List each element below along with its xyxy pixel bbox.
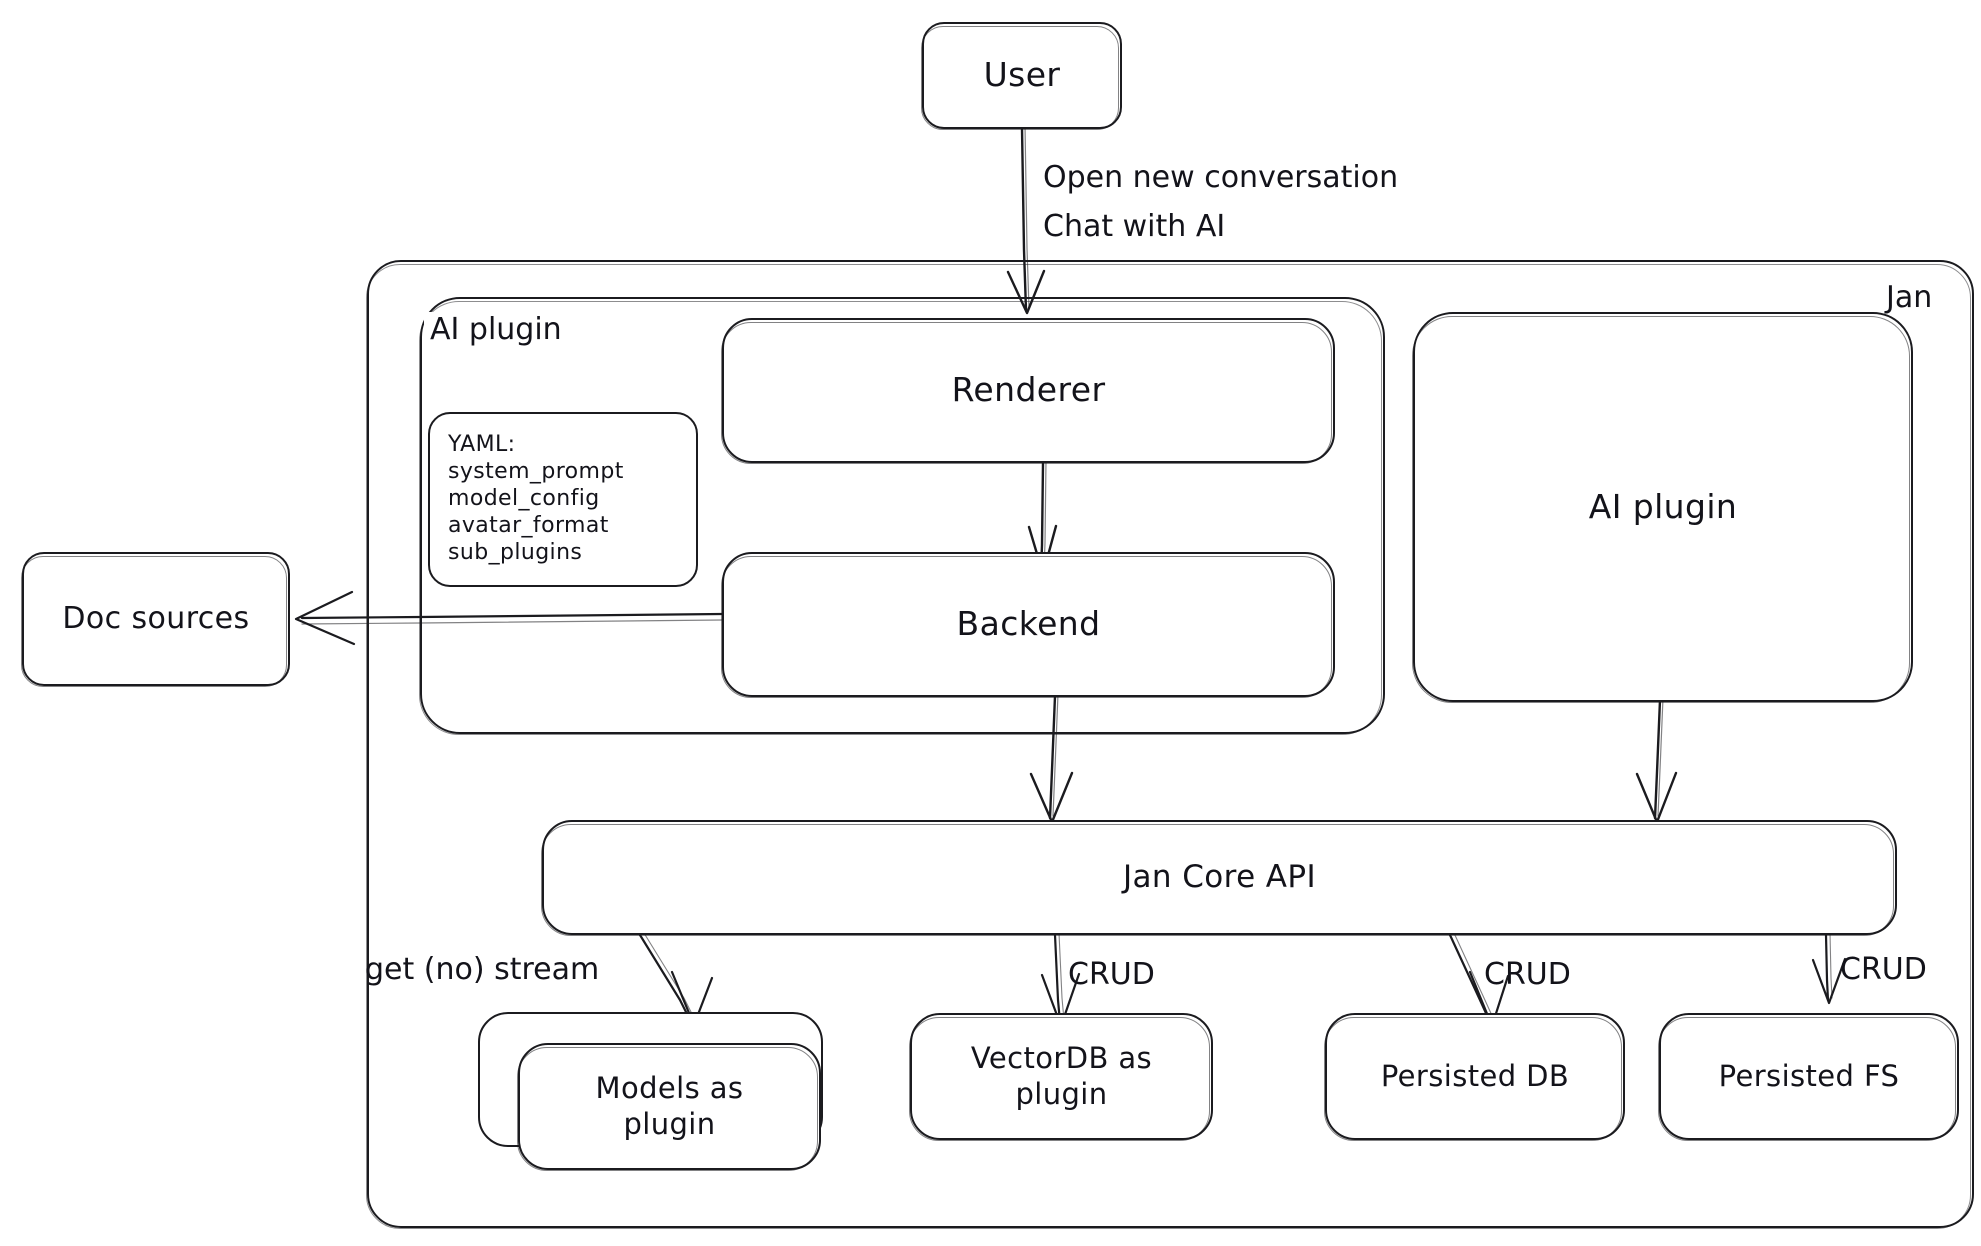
node-persisted-db-label: Persisted DB — [1380, 1058, 1570, 1093]
node-backend-label: Backend — [956, 604, 1101, 644]
node-user[interactable]: User — [921, 22, 1122, 130]
node-vectordb-plugin[interactable]: VectorDB as plugin — [909, 1013, 1213, 1141]
edge-label-crud-vectordb: CRUD — [1068, 957, 1155, 992]
edge-label-user-flow-line2: Chat with AI — [1043, 209, 1226, 244]
yaml-item-avatar-format: avatar_format — [448, 512, 609, 538]
node-yaml-config[interactable]: YAML: system_prompt model_config avatar_… — [428, 412, 698, 587]
node-models-plugin[interactable]: Models as plugin — [517, 1043, 821, 1171]
container-ai-plugin-group-label: AI plugin — [424, 312, 568, 347]
node-ai-plugin-right[interactable]: AI plugin — [1412, 312, 1913, 703]
node-renderer[interactable]: Renderer — [721, 318, 1335, 464]
node-user-label: User — [983, 55, 1061, 95]
edge-label-crud-persisted-db: CRUD — [1484, 957, 1571, 992]
yaml-item-sub-plugins: sub_plugins — [448, 539, 583, 565]
yaml-item-system-prompt: system_prompt — [448, 459, 624, 485]
node-backend[interactable]: Backend — [721, 552, 1335, 698]
node-jan-core-api-label: Jan Core API — [1122, 858, 1317, 895]
yaml-title: YAML: — [448, 432, 516, 458]
node-persisted-fs-label: Persisted FS — [1718, 1058, 1900, 1093]
node-vectordb-plugin-label: VectorDB as plugin — [970, 1041, 1153, 1111]
node-models-plugin-label: Models as plugin — [595, 1071, 744, 1141]
node-persisted-db[interactable]: Persisted DB — [1324, 1013, 1625, 1141]
node-ai-plugin-right-label: AI plugin — [1588, 486, 1738, 526]
edge-label-crud-persisted-fs: CRUD — [1840, 952, 1927, 987]
container-jan-label: Jan — [1880, 280, 1939, 315]
edge-label-user-flow-line1: Open new conversation — [1043, 160, 1399, 195]
node-persisted-fs[interactable]: Persisted FS — [1658, 1013, 1959, 1141]
node-doc-sources[interactable]: Doc sources — [21, 552, 290, 687]
node-doc-sources-label: Doc sources — [62, 600, 250, 636]
node-jan-core-api[interactable]: Jan Core API — [541, 820, 1897, 936]
edge-label-get-no-stream: get (no) stream — [365, 952, 600, 987]
node-renderer-label: Renderer — [951, 370, 1106, 410]
yaml-item-model-config: model_config — [448, 486, 600, 512]
